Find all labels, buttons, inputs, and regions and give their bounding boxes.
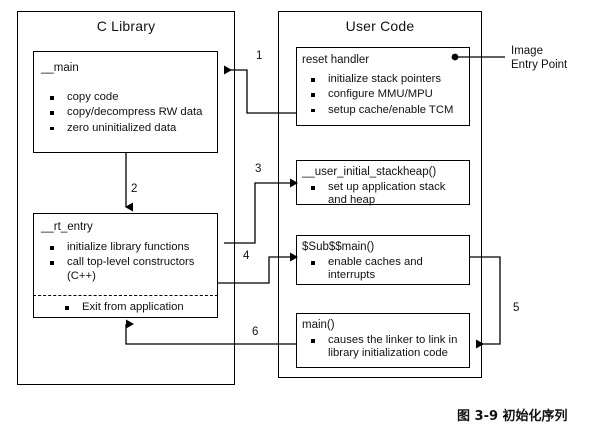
box-rt-entry xyxy=(33,213,218,318)
box-user-initial-stackheap-bullets: set up application stack and heap xyxy=(308,181,466,210)
wire-label-2: 2 xyxy=(131,183,138,195)
box-main-fn-bullets: causes the linker to link in library ini… xyxy=(308,334,468,363)
list-item: zero uninitialized data xyxy=(47,122,212,135)
list-item: initialize stack pointers xyxy=(308,73,468,86)
panel-title-c-library: C Library xyxy=(96,18,156,34)
rt-entry-divider xyxy=(33,295,218,296)
list-item: Exit from application xyxy=(62,301,212,314)
list-item: initialize library functions xyxy=(47,241,215,254)
wire-label-5: 5 xyxy=(513,302,520,314)
box-main-bullets: copy code copy/decompress RW data zero u… xyxy=(47,91,212,137)
box-main-fn-title: main() xyxy=(302,319,335,331)
list-item: call top-level constructors (C++) xyxy=(47,256,215,283)
box-rt-entry-bullets: initialize library functions call top-le… xyxy=(47,241,215,285)
panel-title-user-code: User Code xyxy=(345,18,415,34)
box-user-initial-stackheap-title: __user_initial_stackheap() xyxy=(302,166,437,178)
box-reset-handler-title: reset handler xyxy=(302,54,370,66)
box-sub-main-title: $Sub$$main() xyxy=(302,241,375,253)
box-sub-main xyxy=(296,235,470,285)
list-item: setup cache/enable TCM xyxy=(308,104,468,117)
image-entry-point-label: Image Entry Point xyxy=(511,45,568,71)
wire-label-3: 3 xyxy=(255,163,262,175)
box-user-initial-stackheap xyxy=(296,160,470,205)
list-item: configure MMU/MPU xyxy=(308,88,468,101)
wire-label-1: 1 xyxy=(256,50,263,62)
wire-label-6: 6 xyxy=(252,326,259,338)
box-reset-handler xyxy=(296,47,470,126)
list-item: enable caches and interrupts xyxy=(308,256,466,283)
box-rt-entry-exit-bullets: Exit from application xyxy=(62,301,212,316)
list-item: copy code xyxy=(47,91,212,104)
list-item: copy/decompress RW data xyxy=(47,106,212,119)
list-item: set up application stack and heap xyxy=(308,181,466,208)
box-sub-main-bullets: enable caches and interrupts xyxy=(308,256,466,285)
box-main-title: __main xyxy=(41,62,79,74)
box-main-fn xyxy=(296,313,470,368)
box-reset-handler-bullets: initialize stack pointers configure MMU/… xyxy=(308,73,468,119)
wire-label-4: 4 xyxy=(243,250,250,262)
list-item: causes the linker to link in library ini… xyxy=(308,334,468,361)
box-main xyxy=(33,51,218,153)
box-rt-entry-title: __rt_entry xyxy=(41,221,93,233)
figure-caption: 图 3-9 初始化序列 xyxy=(457,409,568,424)
